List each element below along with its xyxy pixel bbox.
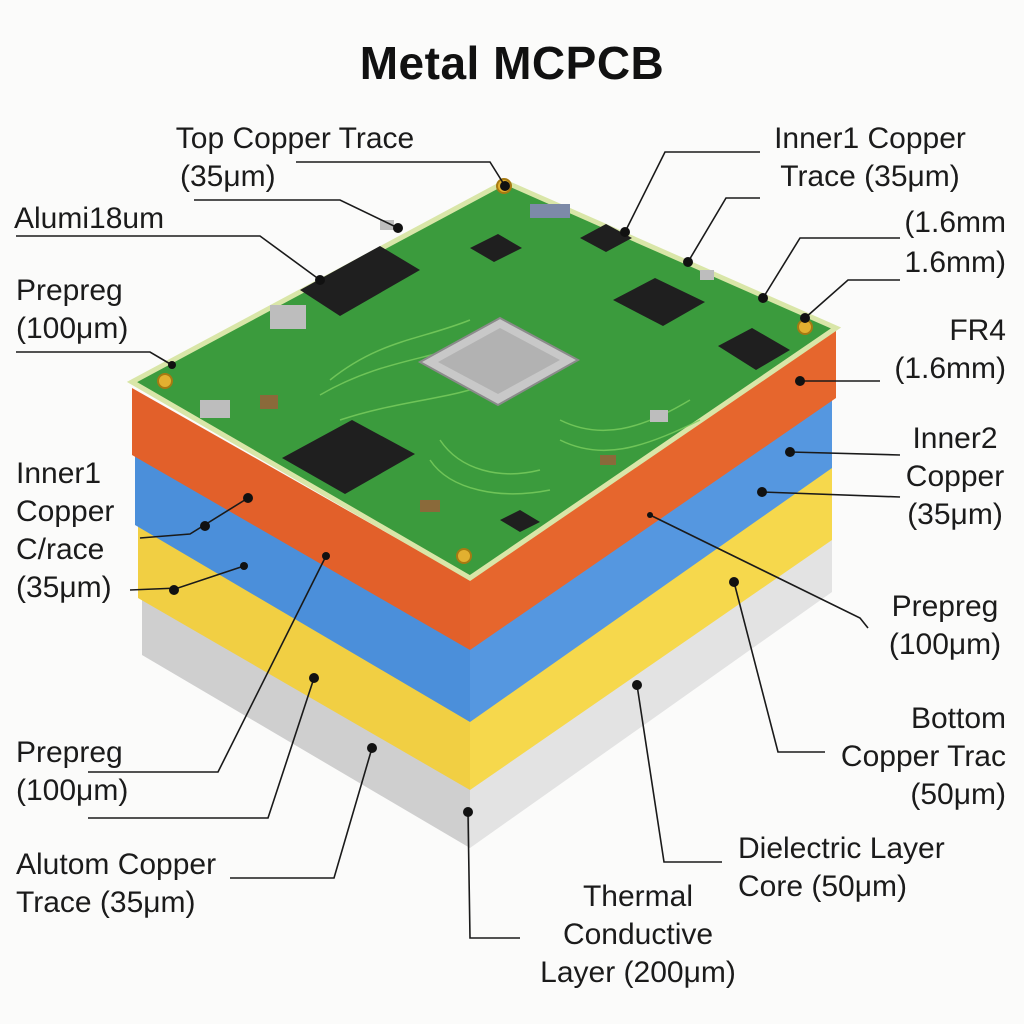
prepreg-right-face bbox=[470, 460, 832, 790]
black-ics bbox=[282, 224, 790, 532]
fr4-left-face bbox=[132, 388, 470, 650]
label-prepreg-right: Prepreg(100μm) bbox=[888, 590, 1002, 661]
small-components bbox=[200, 204, 714, 512]
label-thickness-1: (1.6mm bbox=[904, 206, 1006, 239]
label-prepreg-left-bottom: Prepreg(100μm) bbox=[16, 736, 129, 807]
label-alum: Alumi18um bbox=[14, 202, 165, 235]
diagram-title: Metal MCPCB bbox=[359, 37, 665, 89]
right-faces bbox=[470, 330, 836, 848]
aluminum-left-face bbox=[142, 594, 470, 848]
leader-dots bbox=[168, 181, 810, 817]
leader-lines bbox=[16, 151, 901, 939]
label-prepreg-left-top: Prepreg(100μm) bbox=[16, 274, 129, 345]
label-thickness-2: 1.6mm) bbox=[904, 246, 1006, 279]
label-fr4: FR4(1.6mm) bbox=[894, 314, 1006, 385]
center-chip bbox=[417, 316, 581, 407]
label-top-copper: Top Copper Trace(35μm) bbox=[175, 122, 415, 193]
prepreg-left-face bbox=[138, 520, 470, 790]
inner-blue-right-face bbox=[470, 392, 832, 722]
fr4-right-face bbox=[470, 330, 836, 650]
